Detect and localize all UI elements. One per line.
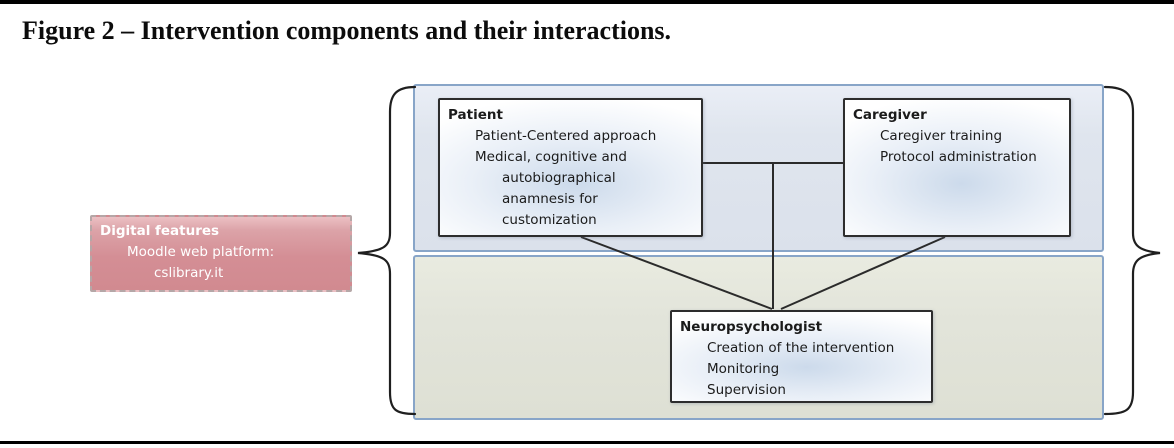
patient-box: Patient Patient-Centered approach Medica… <box>438 98 703 237</box>
digital-features-title: Digital features <box>100 223 220 239</box>
caregiver-box: Caregiver Caregiver training Protocol ad… <box>843 98 1071 237</box>
digital-features-line: cslibrary.it <box>154 265 224 281</box>
patient-line: anamnesis for <box>502 191 598 207</box>
bottom-rule <box>0 441 1174 444</box>
patient-line: customization <box>502 212 597 228</box>
caregiver-title: Caregiver <box>853 107 927 123</box>
digital-features-line: Moodle web platform: <box>127 244 275 260</box>
neuropsychologist-line: Monitoring <box>707 361 780 377</box>
neuropsychologist-box: Neuropsychologist Creation of the interv… <box>670 310 933 403</box>
patient-line: Patient-Centered approach <box>475 128 657 144</box>
neuropsychologist-line: Creation of the intervention <box>707 340 895 356</box>
top-rule <box>0 0 1174 4</box>
neuropsychologist-line: Supervision <box>707 382 786 398</box>
patient-line: autobiographical <box>502 170 616 186</box>
neuropsychologist-title: Neuropsychologist <box>680 319 823 335</box>
caregiver-line: Protocol administration <box>880 149 1037 165</box>
patient-line: Medical, cognitive and <box>475 149 627 165</box>
patient-title: Patient <box>448 107 503 123</box>
figure-caption: Figure 2 – Intervention components and t… <box>22 16 672 45</box>
caregiver-line: Caregiver training <box>880 128 1003 144</box>
right-brace <box>1103 85 1161 416</box>
digital-features-box: Digital features Moodle web platform: cs… <box>90 215 352 292</box>
left-brace <box>357 85 417 416</box>
